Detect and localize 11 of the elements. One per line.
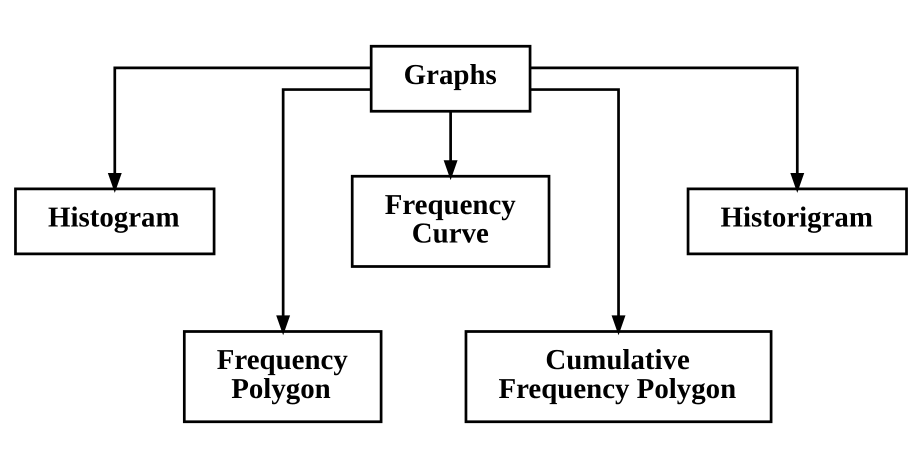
arrow xyxy=(444,111,458,180)
node-box: Histogram xyxy=(14,187,216,255)
arrow xyxy=(530,66,804,192)
arrow xyxy=(108,66,372,192)
node-box: Frequency Curve xyxy=(350,174,550,268)
node-box: Frequency Polygon xyxy=(182,330,382,423)
node-box: Historigram xyxy=(686,187,908,255)
arrow xyxy=(530,88,626,335)
node-box: Graphs xyxy=(370,44,532,112)
arrow xyxy=(276,88,371,335)
node-box: Cumulative Frequency Polygon xyxy=(464,330,772,423)
